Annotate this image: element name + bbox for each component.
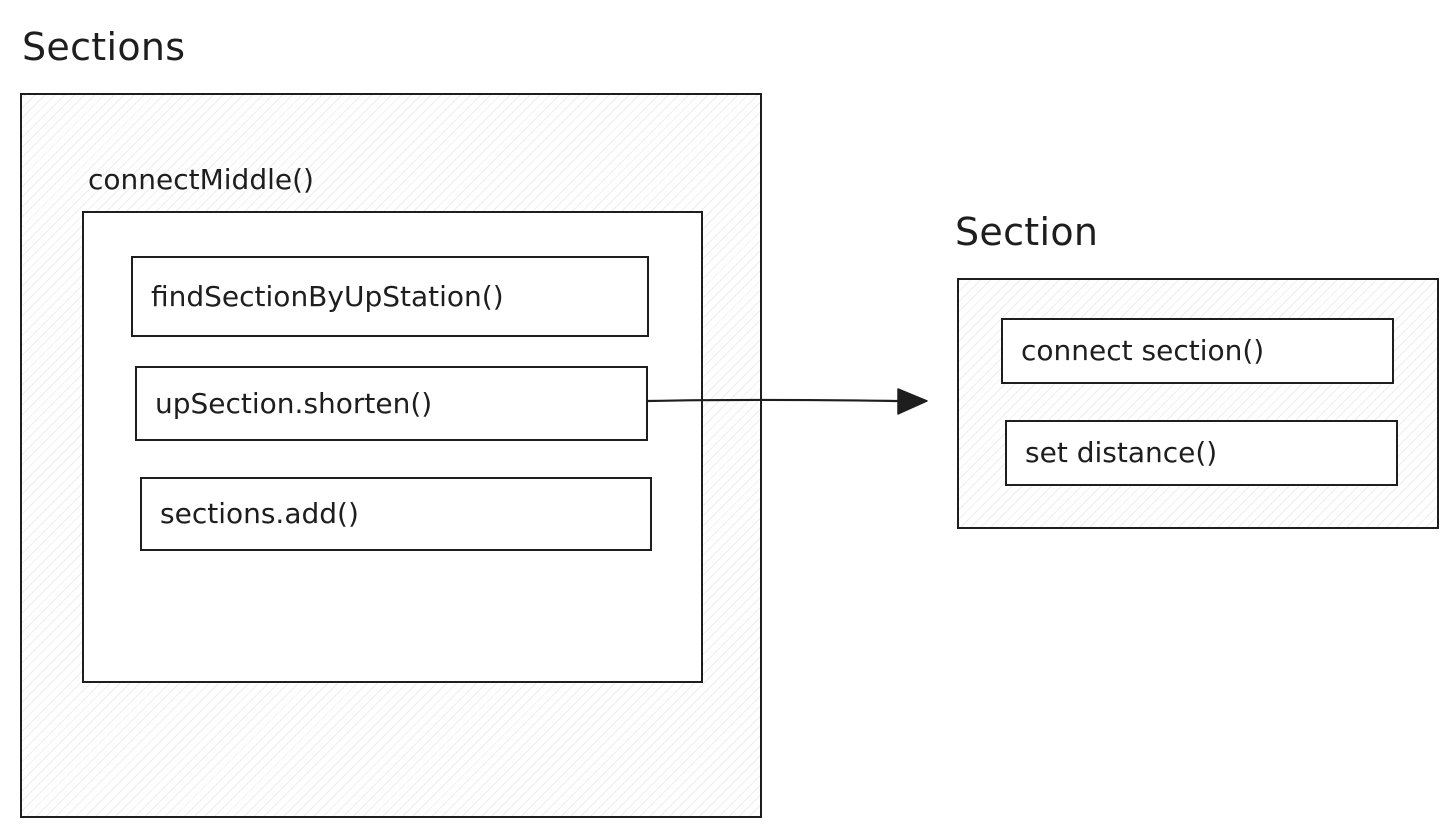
connect-section-method[interactable]: connect section() xyxy=(1001,318,1394,384)
set-distance-method[interactable]: set distance() xyxy=(1005,420,1398,486)
find-section-by-up-station-step[interactable]: findSectionByUpStation() xyxy=(131,256,649,337)
sections-title: Sections xyxy=(22,25,186,69)
section-title: Section xyxy=(955,210,1099,254)
arrow-head-icon xyxy=(897,388,928,415)
section-container xyxy=(957,278,1439,529)
sections-add-step[interactable]: sections.add() xyxy=(140,477,652,551)
up-section-shorten-step[interactable]: upSection.shorten() xyxy=(135,366,648,441)
connect-middle-label: connectMiddle() xyxy=(88,163,314,196)
